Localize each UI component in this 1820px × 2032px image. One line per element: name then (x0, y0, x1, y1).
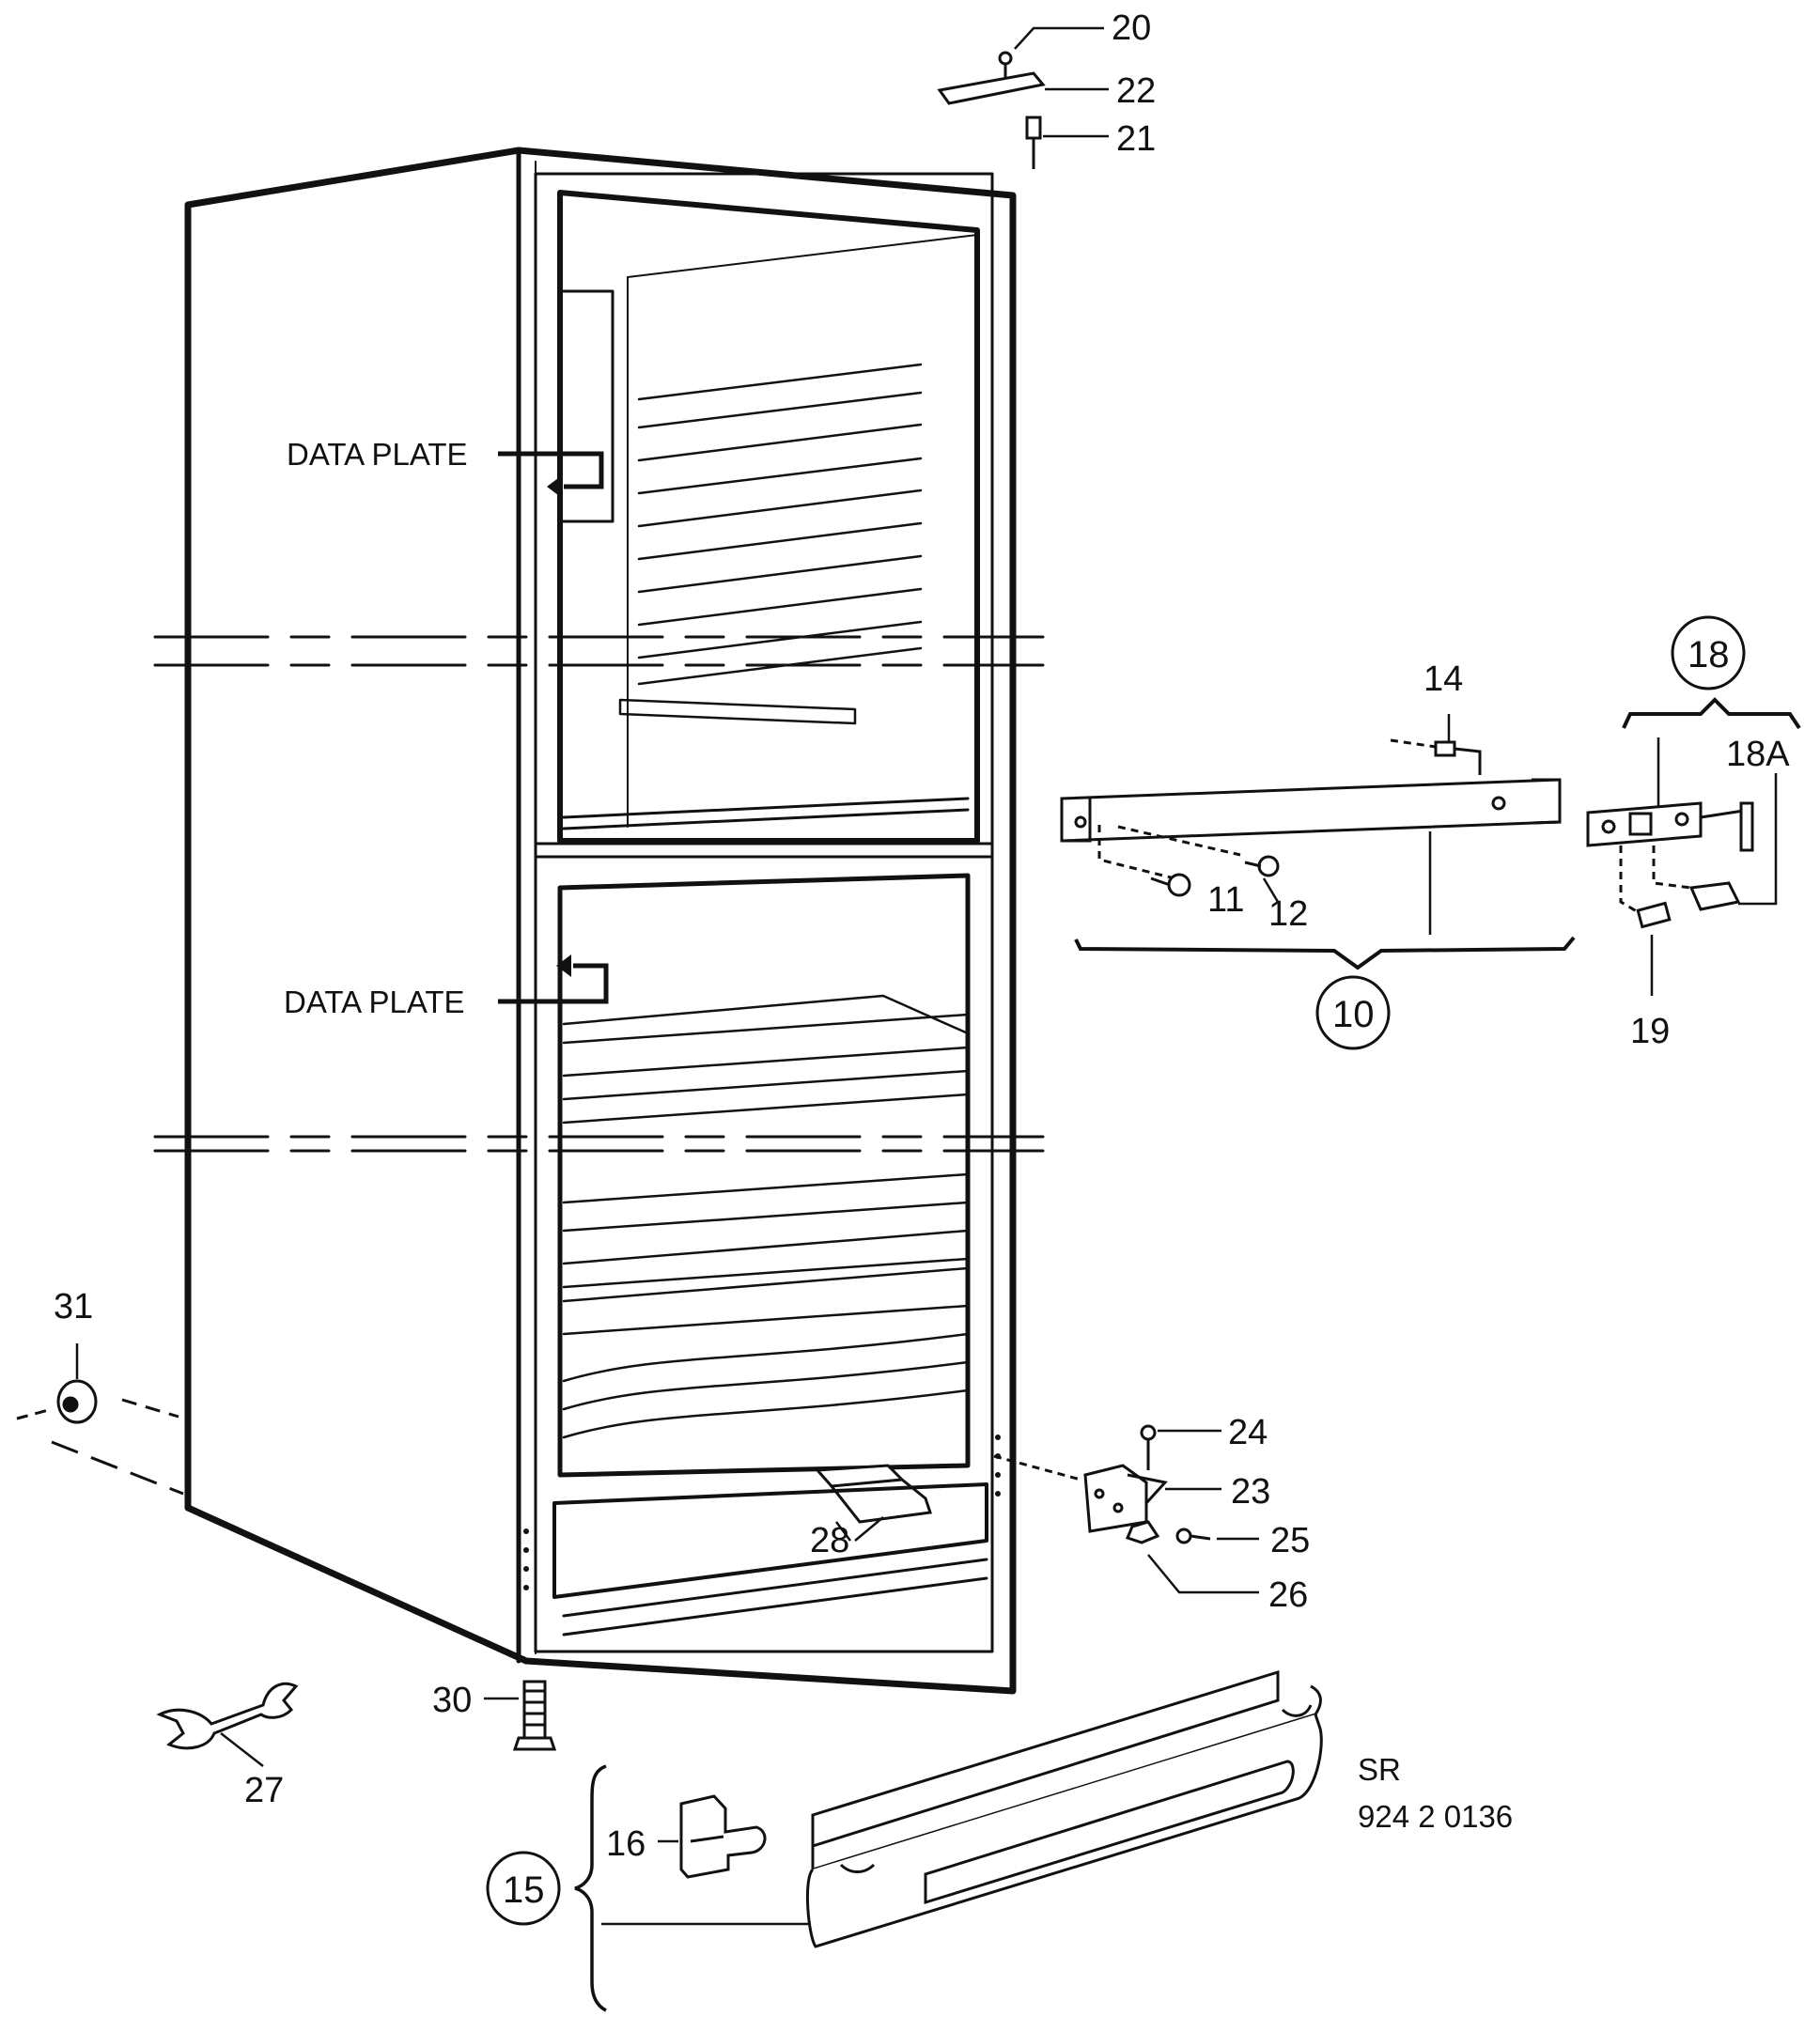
data-plate-lower-label: DATA PLATE (284, 985, 465, 1019)
circle-10 (1315, 975, 1391, 1050)
callout-21: 21 (1116, 119, 1156, 159)
reference-line-2: 924 2 0136 (1358, 1799, 1513, 1834)
callout-10: 10 (1332, 994, 1375, 1035)
bolt-24 (1140, 1424, 1157, 1441)
door-clip-16 (679, 1794, 767, 1879)
callout-31: 31 (54, 1287, 93, 1326)
door-shelf-15 (805, 1669, 1323, 1948)
screw-19 (1636, 901, 1672, 929)
callout-24: 24 (1228, 1413, 1268, 1452)
callout-15: 15 (503, 1869, 545, 1911)
callout-11: 11 (1207, 880, 1244, 920)
leader-lines-hinge (1147, 1429, 1259, 1594)
callout-23: 23 (1231, 1472, 1270, 1512)
assembly-18-bracket (1622, 697, 1801, 730)
reference-line-1: SR (1358, 1752, 1401, 1787)
callout-18: 18 (1688, 634, 1730, 675)
top-hinge-parts (937, 51, 1046, 169)
callout-28: 28 (810, 1521, 849, 1560)
screw-25 (1175, 1528, 1192, 1544)
break-lines (153, 635, 1045, 1153)
lower-wire-shelves (562, 994, 970, 1439)
hinge-cap-18a (1688, 881, 1741, 911)
pin-14 (1434, 740, 1456, 757)
assembly-15-bracket (574, 1764, 607, 2012)
screw-11 (1167, 873, 1191, 897)
data-plate-lower-callout: DATA PLATE (284, 954, 609, 1019)
callout-16: 16 (606, 1824, 646, 1864)
callout-22: 22 (1116, 71, 1156, 111)
data-plate-upper-callout: DATA PLATE (287, 437, 604, 498)
callout-14: 14 (1423, 659, 1463, 699)
bottom-hinge-bracket-23 (1083, 1464, 1148, 1533)
hinge-assembly-18 (1586, 801, 1754, 929)
callout-30: 30 (432, 1681, 472, 1720)
callout-18a: 18A (1726, 735, 1790, 774)
callout-27: 27 (244, 1771, 284, 1810)
screw-20 (998, 51, 1013, 66)
callout-20: 20 (1112, 8, 1151, 48)
wrench-27 (156, 1682, 299, 1750)
nut-26 (1125, 1520, 1160, 1544)
door-bar-assembly (1060, 738, 1562, 897)
leveling-foot-31 (16, 1379, 184, 1496)
callout-26: 26 (1268, 1575, 1308, 1615)
assembly-10-bracket (1074, 936, 1576, 970)
callout-12: 12 (1268, 894, 1308, 934)
callout-19: 19 (1630, 1012, 1670, 1051)
circle-15 (486, 1851, 561, 1926)
circle-18 (1671, 615, 1746, 690)
part-28 (814, 1464, 932, 1524)
screw-12 (1257, 855, 1280, 877)
refrigerator-cabinet (153, 147, 1045, 1695)
bolt-21 (1025, 116, 1042, 140)
bottom-hinge-parts (993, 1424, 1211, 1544)
top-hinge-bracket (937, 71, 1046, 105)
data-plate-upper-label: DATA PLATE (287, 437, 468, 472)
adjustable-foot-30 (512, 1680, 557, 1751)
leader-lines-top (1014, 26, 1109, 138)
hinge-pin (1739, 801, 1754, 852)
callout-25: 25 (1270, 1521, 1310, 1560)
shelf-rail (811, 1669, 1280, 1849)
